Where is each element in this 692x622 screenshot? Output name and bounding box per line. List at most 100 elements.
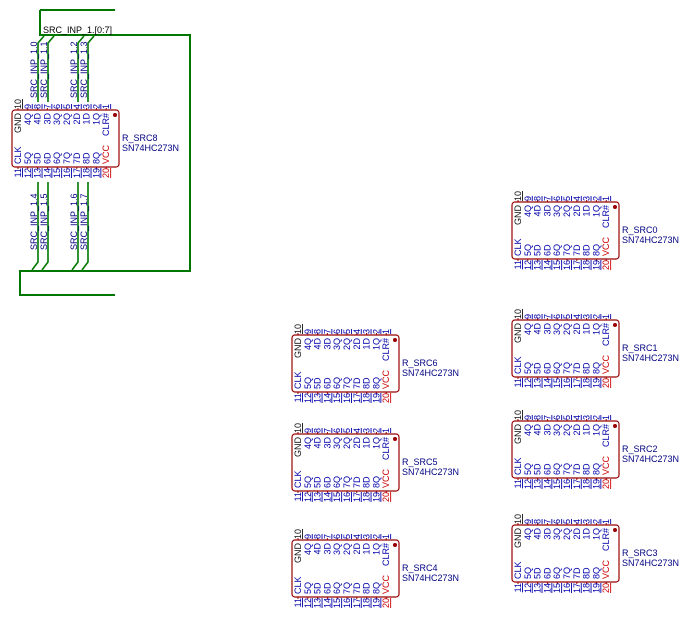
pin-name: 8D: [362, 377, 372, 389]
pin-name: 5Q: [303, 582, 313, 594]
pin-name: 6D: [542, 362, 552, 374]
chip-reference: R_SRC4: [402, 563, 438, 573]
pin-name: 2Q: [342, 338, 352, 350]
pin-name: 8Q: [91, 152, 101, 164]
pin-name: 3D: [542, 323, 552, 335]
chip-reference: R_SRC6: [402, 358, 438, 368]
pin-number: 18: [362, 393, 372, 403]
pin-number: 6: [552, 314, 562, 319]
pin-number: 9: [303, 428, 313, 433]
chip-reference: R_SRC3: [622, 548, 658, 558]
pin-number: 18: [582, 378, 592, 388]
pin-number: 4: [572, 415, 582, 420]
chip-r-src2: 10GND94Q84D73D63Q52Q42D31D21Q1CLR#CLK115…: [511, 410, 679, 489]
pin-name: VCC: [381, 468, 391, 488]
pin-name: 1D: [582, 205, 592, 217]
pin-number: 14: [42, 168, 52, 178]
pin-name: 1Q: [591, 323, 601, 335]
chip-part-number: SN74HC273N: [622, 558, 679, 568]
pin-name: CLR#: [601, 528, 611, 551]
pin-name: 4D: [533, 205, 543, 217]
pin-number: 10: [513, 191, 523, 201]
pin-name: 2Q: [342, 437, 352, 449]
pin-name: VCC: [601, 455, 611, 475]
pin-number: 20: [381, 492, 391, 502]
pin-name: 7D: [72, 152, 82, 164]
bus-wires: [19, 9, 191, 296]
pin-name: CLR#: [601, 424, 611, 447]
pin-number: 3: [362, 428, 372, 433]
pin-number: 9: [303, 534, 313, 539]
pin-number: 1: [601, 415, 611, 420]
pin-number: 13: [533, 479, 543, 489]
pin-number: 4: [352, 534, 362, 539]
chip-part-number: SN74HC273N: [122, 143, 179, 153]
chip-r-src8: 10GND94Q84D73D63Q52Q42D31D21Q1CLR#CLK115…: [11, 99, 179, 178]
pin-name: 2D: [572, 205, 582, 217]
pin-number: 11: [513, 479, 523, 488]
chip-reference: R_SRC5: [402, 457, 438, 467]
pin-number: 4: [572, 519, 582, 524]
pin-name: CLK: [513, 561, 523, 579]
pin-name: 3D: [322, 338, 332, 350]
pin-name: 2D: [352, 543, 362, 555]
pin-name: GND: [13, 113, 23, 134]
pin-number: 13: [533, 583, 543, 593]
pin-name: 2Q: [562, 528, 572, 540]
pin-number: 2: [371, 428, 381, 433]
pin-number: 16: [342, 393, 352, 403]
pin-name: 3D: [322, 543, 332, 555]
pin-number: 13: [313, 492, 323, 502]
pin-number: 4: [352, 428, 362, 433]
bus-label: SRC_INP_1.[0:7]: [43, 25, 112, 35]
pin-number: 9: [23, 104, 33, 109]
pin-name: 4D: [533, 424, 543, 436]
pin-name: 6Q: [332, 377, 342, 389]
pin-name: 2Q: [342, 543, 352, 555]
pin-name: VCC: [101, 144, 111, 164]
pin-name: 8D: [362, 476, 372, 488]
pin-name: 5Q: [523, 244, 533, 256]
pin-name: 1D: [582, 528, 592, 540]
pin-number: 7: [542, 415, 552, 420]
pin-name: 7D: [572, 362, 582, 374]
chip-reference: R_SRC2: [622, 444, 658, 454]
pin-number: 1: [381, 428, 391, 433]
pin-number: 20: [601, 479, 611, 489]
pin-number: 16: [342, 598, 352, 608]
pin-number: 15: [552, 260, 562, 270]
pin-name: 5D: [313, 476, 323, 488]
pin-number: 7: [322, 329, 332, 334]
pin-name: 4D: [533, 528, 543, 540]
pin-name: 8Q: [591, 244, 601, 256]
pin-name: 7D: [572, 567, 582, 579]
net-label-top-3: SRC_INP_1.3: [79, 41, 89, 98]
net-label-top-2: SRC_INP_1.2: [69, 41, 79, 98]
pin-number: 10: [513, 309, 523, 319]
pin-name: 5Q: [523, 463, 533, 475]
pin-name: 6D: [322, 582, 332, 594]
chip-r-src6: 10GND94Q84D73D63Q52Q42D31D21Q1CLR#CLK115…: [291, 324, 459, 403]
pin-name: 3Q: [332, 338, 342, 350]
pin-name: 2Q: [562, 323, 572, 335]
pin-number: 3: [362, 329, 372, 334]
pin-name: 6Q: [552, 244, 562, 256]
pin-name: VCC: [381, 574, 391, 594]
pin-number: 2: [371, 534, 381, 539]
pin-name: 8Q: [591, 567, 601, 579]
pin-number: 14: [322, 598, 332, 608]
pin-name: 8Q: [591, 463, 601, 475]
pin-number: 8: [313, 534, 323, 539]
pin-name: 4D: [533, 323, 543, 335]
pin-number: 20: [381, 393, 391, 403]
pin-number: 9: [523, 519, 533, 524]
pin-number: 13: [533, 378, 543, 388]
bus-line-1: [19, 10, 191, 296]
pin-number: 12: [523, 583, 533, 593]
pin-number: 8: [313, 428, 323, 433]
pin-number: 5: [562, 196, 572, 201]
bus-entry-top-3: [87, 35, 95, 102]
pin-name: GND: [513, 205, 523, 226]
